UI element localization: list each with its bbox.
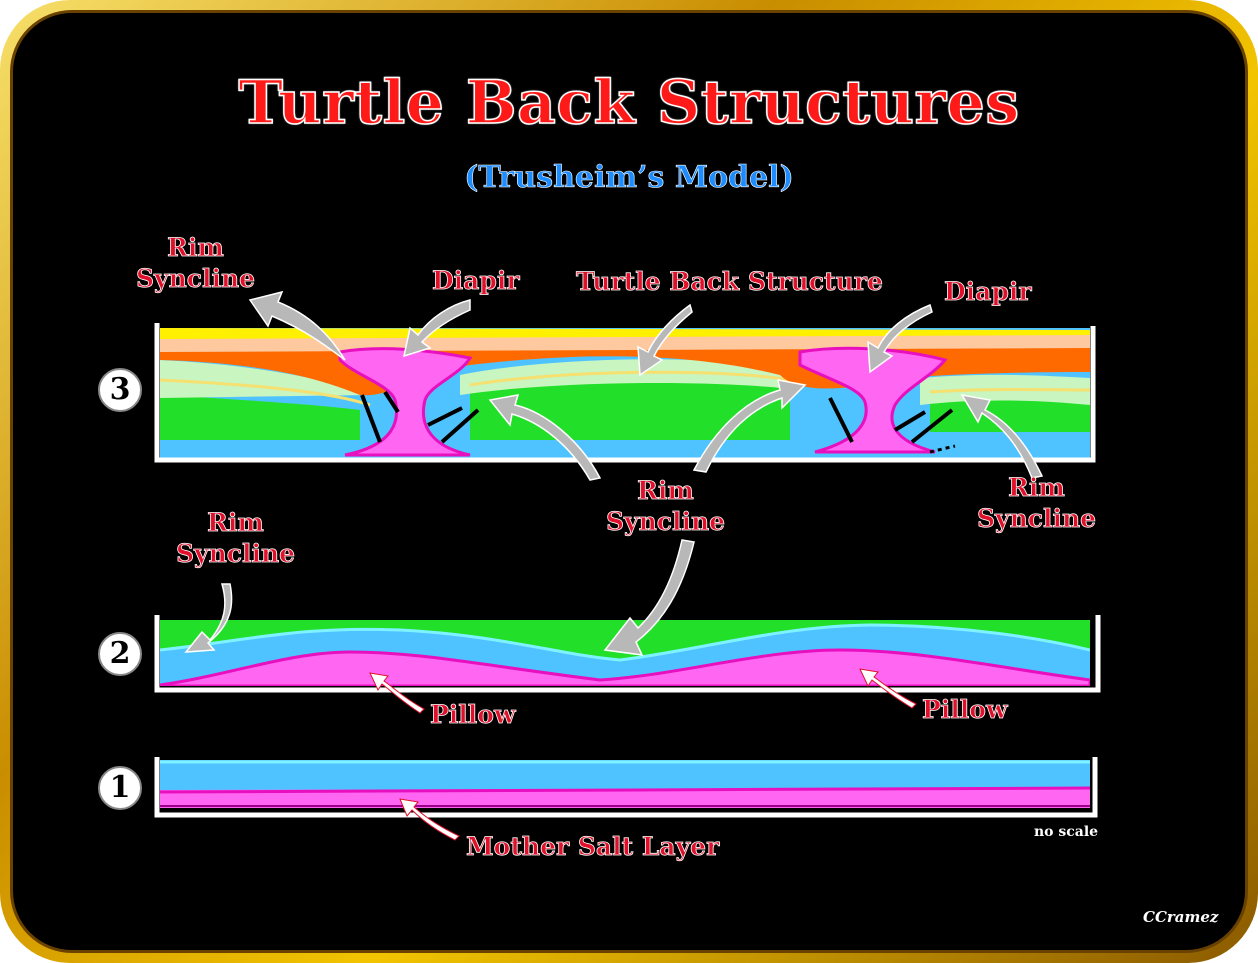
label-diapir-right: Diapir xyxy=(944,277,1032,307)
section-1 xyxy=(159,760,1091,808)
no-scale-note: no scale xyxy=(1034,824,1099,840)
label-syncline: Syncline xyxy=(606,507,726,537)
arrow-rim-syncline-top-left xyxy=(248,290,346,361)
arrows xyxy=(184,290,1044,656)
arrow-pillow-right xyxy=(859,668,917,709)
arrow-rim-syncline-stage2-center xyxy=(603,539,695,656)
label-rim: Rim xyxy=(207,508,265,538)
label-rim-syncline-right: Rim Syncline xyxy=(977,472,1097,534)
stage-3-marker: 3 xyxy=(98,368,142,412)
arrow-rim-syncline-right xyxy=(960,393,1044,479)
label-turtle-back: Turtle Back Structure xyxy=(576,267,884,297)
stage-2-marker: 2 xyxy=(98,632,142,676)
arrow-diapir-left xyxy=(402,299,471,358)
label-rim: Rim xyxy=(637,476,695,506)
label-syncline: Syncline xyxy=(136,264,256,294)
label-rim-syncline-center: Rim Syncline xyxy=(606,475,726,537)
label-rim: Rim xyxy=(1008,473,1066,503)
diagram-subtitle: (Trusheim’s Model) xyxy=(464,160,794,196)
label-syncline: Syncline xyxy=(977,504,1097,534)
label-syncline: Syncline xyxy=(176,539,296,569)
label-pillow-right: Pillow xyxy=(922,695,1008,725)
label-pillow-left: Pillow xyxy=(430,700,516,730)
label-mother-salt-layer: Mother Salt Layer xyxy=(466,832,720,862)
label-rim-syncline-top-left: Rim Syncline xyxy=(136,232,256,294)
arrow-rim-syncline-stage2 xyxy=(184,583,233,653)
label-rim: Rim xyxy=(167,233,225,263)
author-credit: CCramez xyxy=(1143,908,1219,926)
section-3 xyxy=(160,328,1090,458)
arrow-rim-syncline-center-left xyxy=(488,394,602,481)
arrow-turtle-back xyxy=(637,303,693,377)
label-rim-syncline-stage2: Rim Syncline xyxy=(176,507,296,569)
stage-1-marker: 1 xyxy=(98,766,142,810)
small-arrows xyxy=(369,668,917,841)
arrow-pillow-left xyxy=(369,672,425,714)
arrow-mother-salt xyxy=(399,798,460,841)
diagram-title: Turtle Back Structures xyxy=(238,67,1020,139)
arrow-diapir-right xyxy=(867,303,933,374)
label-diapir-left: Diapir xyxy=(432,266,520,296)
arrow-rim-syncline-center-right xyxy=(692,379,807,473)
